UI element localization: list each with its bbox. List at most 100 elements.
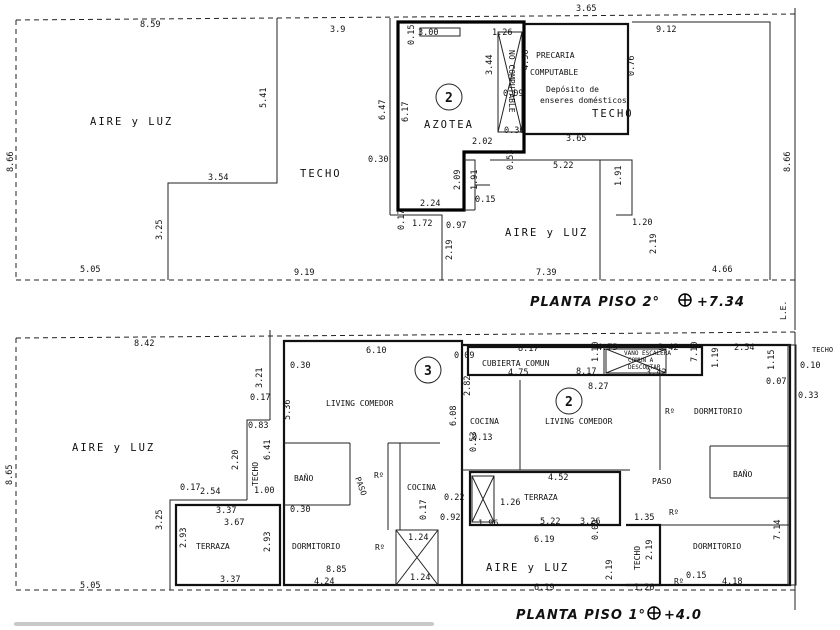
f1-techo-2: TECHO (633, 546, 642, 570)
dimension-label: 5.05 (80, 581, 100, 591)
floor1-labels: AIRE y LUZ LIVING COMEDOR BAÑO PASO COCI… (72, 346, 833, 623)
f1-dormitorio-2a: DORMITORIO (694, 407, 742, 416)
f1-dormitorio-2b: DORMITORIO (693, 542, 741, 551)
f2-unit-marker (435, 83, 463, 111)
f2-no-comp: NO COMPUTABLE (507, 50, 516, 113)
dimension-label: 0.53 (469, 432, 479, 452)
dimension-label: 0.09 (591, 520, 601, 540)
f2-azotea: AZOTEA (424, 119, 474, 131)
f2-precaria-1: PRECARIA (536, 51, 575, 60)
dimension-label: 6.17 (401, 102, 411, 122)
dimension-label: 6.47 (378, 100, 388, 120)
dimension-label: 8.65 (5, 465, 15, 485)
dimension-label: 0.30 (504, 126, 524, 136)
floor2-labels: AIRE y LUZ TECHO TECHO AZOTEA PRECARIA C… (90, 50, 788, 320)
dimension-label: 0.33 (798, 391, 818, 401)
dimension-label: 5.22 (553, 161, 573, 171)
dimension-label: 2.19 (645, 540, 655, 560)
dimension-label: 3.44 (485, 55, 495, 75)
f2-aire-luz-left: AIRE y LUZ (90, 116, 173, 128)
f1-unit2-marker (555, 387, 583, 415)
f1-unit3-number: 3 (424, 364, 432, 379)
le-label: L.E. (779, 301, 788, 320)
dimension-label: 1.19 (711, 348, 721, 368)
dimension-label: 4.75 (597, 343, 617, 353)
dimension-label: 3.9 (330, 25, 345, 35)
dimension-label: 7.10 (690, 342, 700, 362)
level-marker-icon (647, 606, 661, 620)
dimension-label: 0.10 (800, 361, 820, 371)
f1-terraza-3: TERRAZA (196, 542, 230, 551)
dimension-label: 0.17 (180, 483, 200, 493)
f1-aire-luz-left: AIRE y LUZ (72, 442, 155, 454)
dimension-label: 2.54 (734, 343, 754, 353)
dimension-label: 9.12 (656, 25, 676, 35)
dimension-label: 2.20 (231, 450, 241, 470)
f1-paso-3: PASO (353, 476, 368, 497)
dimension-label: 1.35 (634, 513, 654, 523)
dimension-label: 1.00 (254, 486, 274, 496)
f1-cubierta-comun: CUBIERTA COMUN (482, 359, 550, 368)
dimension-label: 6.19 (534, 535, 554, 545)
dimension-label: 3.25 (155, 220, 165, 240)
horizontal-scrollbar[interactable] (14, 622, 434, 626)
dimension-label: 0.30 (368, 155, 388, 165)
dimension-label: 5.36 (283, 400, 293, 420)
dimension-label: 4.75 (508, 368, 528, 378)
dimension-label: 2.54 (200, 487, 220, 497)
dimension-label: 0.07 (766, 377, 786, 387)
dimension-label: 8.59 (140, 20, 160, 30)
floor1-plan (15, 330, 797, 610)
dimension-label: 0.17 (419, 500, 429, 520)
f1-level: +4.0 (664, 608, 702, 623)
dimension-label: 1.91 (470, 170, 480, 190)
dimension-label: 3.37 (220, 575, 240, 585)
f1-r2: Rº (375, 543, 385, 552)
dimension-label: 3.21 (255, 368, 265, 388)
dimension-label: 2.24 (420, 199, 440, 209)
dimension-label: 0.15 (407, 25, 417, 45)
floor2-plan (15, 8, 796, 330)
dimension-label: 0.76 (627, 56, 637, 76)
dimension-label: 0.17 (250, 393, 270, 403)
dimension-label: 2.19 (649, 234, 659, 254)
dimension-label: 5.05 (80, 265, 100, 275)
dimension-label: 9.19 (294, 268, 314, 278)
f1-bano-2: BAÑO (733, 469, 752, 479)
dimension-label: 1.24 (408, 533, 428, 543)
dimension-label: 1.26 (500, 498, 520, 508)
dimension-label: 2.19 (445, 240, 455, 260)
dimension-label: 1.20 (632, 218, 652, 228)
f1-vano-2: COMUN A (628, 357, 654, 364)
dimension-label: 7.39 (536, 268, 556, 278)
dimension-label: 0.17 (397, 210, 407, 230)
dimension-label: 8.66 (783, 152, 793, 172)
dimension-label: 3.65 (576, 4, 596, 14)
dimension-label: 3.42 (646, 368, 666, 378)
f1-techo-right: TECHO (812, 346, 833, 354)
dimension-label: 2.93 (179, 528, 189, 548)
dimension-label: 5.41 (259, 88, 269, 108)
dimension-label: 4.66 (712, 265, 732, 275)
f1-r3: Rº (665, 407, 675, 416)
dimension-label: 2.02 (472, 137, 492, 147)
dimension-label: 0.15 (686, 571, 706, 581)
dimension-label: 7.14 (773, 520, 783, 540)
f2-title: PLANTA PISO 2° (530, 295, 660, 310)
dimension-label: 0.13 (472, 433, 492, 443)
dimension-label: 4.24 (314, 577, 334, 587)
dimension-label: 3.00 (418, 28, 438, 38)
dimension-label: 8.42 (134, 339, 154, 349)
dimension-label: 0.30 (290, 361, 310, 371)
f1-aire-luz-center: AIRE y LUZ (486, 562, 569, 574)
dimension-label: 6.08 (449, 406, 459, 426)
f2-aire-luz-center: AIRE y LUZ (505, 227, 588, 239)
dimension-label: 0.53 (506, 150, 516, 170)
f1-r1: Rº (374, 471, 384, 480)
dimension-label: 0.92 (440, 513, 460, 523)
dimension-label: 1.24 (410, 573, 430, 583)
dimension-label: 3.65 (566, 134, 586, 144)
dimension-label: 0.09 (454, 351, 474, 361)
dimension-label: 2.82 (463, 376, 473, 396)
f1-title: PLANTA PISO 1° (516, 608, 646, 623)
